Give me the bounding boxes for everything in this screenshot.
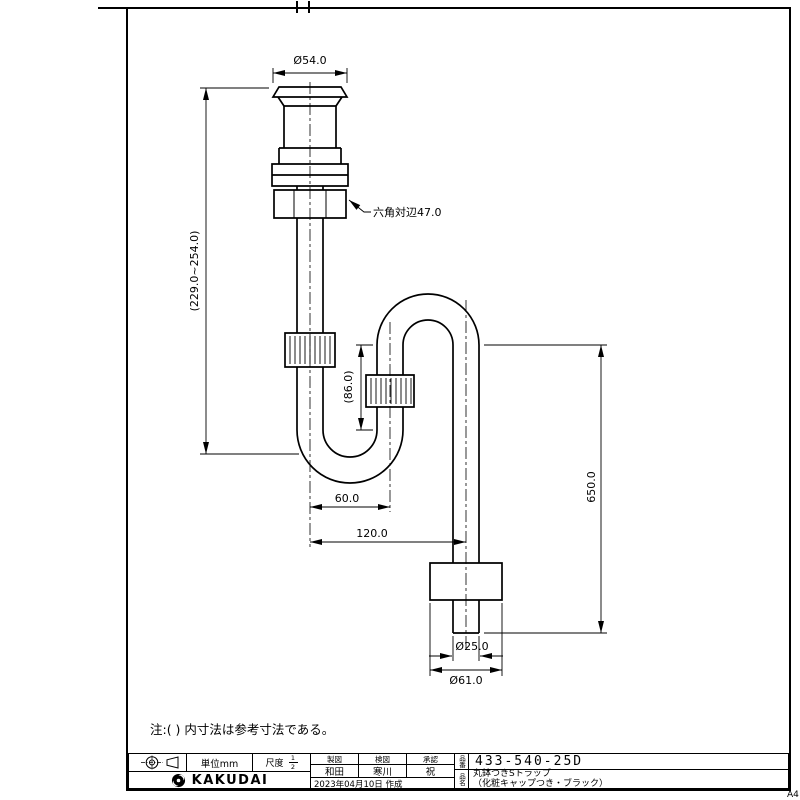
kakudai-logo-icon xyxy=(171,773,185,787)
dim-flange-diameter xyxy=(429,603,503,676)
dim-seal-depth xyxy=(356,344,373,431)
dim-text-flange-diameter: Ø61.0 xyxy=(449,674,482,687)
signature-headers: 製図 検図 承認 xyxy=(311,754,454,765)
part-number-label: 品番 xyxy=(455,754,469,769)
brand-cell: KAKUDAI xyxy=(129,772,310,788)
part-name: 丸鉢つきSトラップ （化粧キャップつき・ブラック） xyxy=(469,769,788,789)
dim-text-hex-flats: 六角対辺47.0 xyxy=(373,205,442,219)
dim-text-outlet-offset: 120.0 xyxy=(356,527,388,540)
title-block-left: 単位mm 尺度 1 2 KAKUDAI xyxy=(129,754,311,788)
scale-denominator: 2 xyxy=(290,762,296,771)
part-name-row: 品名 丸鉢つきSトラップ （化粧キャップつき・ブラック） xyxy=(455,769,788,789)
sheet-size-marker: A4 xyxy=(787,790,799,800)
sheet-frame xyxy=(98,1,791,791)
dim-text-drop-length: 650.0 xyxy=(585,471,598,503)
dim-cap-diameter xyxy=(272,68,348,83)
scale-cell: 尺度 1 2 xyxy=(253,754,310,771)
unit-label: 単位mm xyxy=(200,758,239,770)
title-block-middle: 製図 検図 承認 和田 寒川 祝 2023年04月10日 作成 xyxy=(311,754,455,790)
title-block-left-top: 単位mm 尺度 1 2 xyxy=(129,754,310,772)
part-number: 433-540-25D xyxy=(475,754,584,769)
scale-label: 尺度 xyxy=(265,759,284,769)
drafter-name: 和田 xyxy=(311,765,359,778)
unit-cell: 単位mm xyxy=(187,754,253,771)
checker-name: 寒川 xyxy=(359,765,407,778)
dim-hex-leader xyxy=(348,199,371,213)
approver-name: 祝 xyxy=(425,767,436,778)
checker-header: 検図 xyxy=(359,754,407,764)
approver-header: 承認 xyxy=(423,754,438,764)
title-block: 単位mm 尺度 1 2 KAKUDAI xyxy=(127,753,790,790)
signature-names: 和田 寒川 祝 xyxy=(311,765,454,778)
dim-drop-length xyxy=(484,344,607,634)
drafter-header: 製図 xyxy=(311,754,359,764)
dimension-lines xyxy=(200,68,607,676)
part-name-line1: 丸鉢つきSトラップ xyxy=(473,769,551,779)
dim-text-cap-diameter: Ø54.0 xyxy=(293,54,326,67)
dim-text-adjustable-height: (229.0~254.0) xyxy=(188,231,201,312)
part-name-line2: （化粧キャップつき・ブラック） xyxy=(473,778,609,789)
brand-name: KAKUDAI xyxy=(191,772,269,788)
scale-numerator: 1 xyxy=(290,753,296,762)
third-angle-projection-icon xyxy=(140,755,178,770)
dim-adjustable-height xyxy=(200,87,299,455)
reference-dimension-note: 注:( ) 内寸法は参考寸法である。 xyxy=(150,722,334,737)
dim-outlet-diameter xyxy=(429,636,503,661)
fraction-bar xyxy=(288,762,298,763)
part-number-row: 品番 433-540-25D xyxy=(455,754,788,770)
title-block-right: 品番 433-540-25D 品名 丸鉢つきSトラップ （化粧キャップつき・ブラ… xyxy=(455,754,788,789)
s-trap-outline xyxy=(271,86,503,634)
dim-text-outlet-diameter: Ø25.0 xyxy=(455,640,488,653)
dim-text-trap-pitch: 60.0 xyxy=(335,492,360,505)
projection-symbol-cell xyxy=(129,754,187,771)
creation-date: 2023年04月10日 作成 xyxy=(314,780,403,790)
dim-text-seal-depth: (86.0) xyxy=(342,370,355,403)
part-name-label: 品名 xyxy=(455,770,469,789)
scale-value: 1 2 xyxy=(288,753,298,771)
centerlines xyxy=(309,82,467,650)
